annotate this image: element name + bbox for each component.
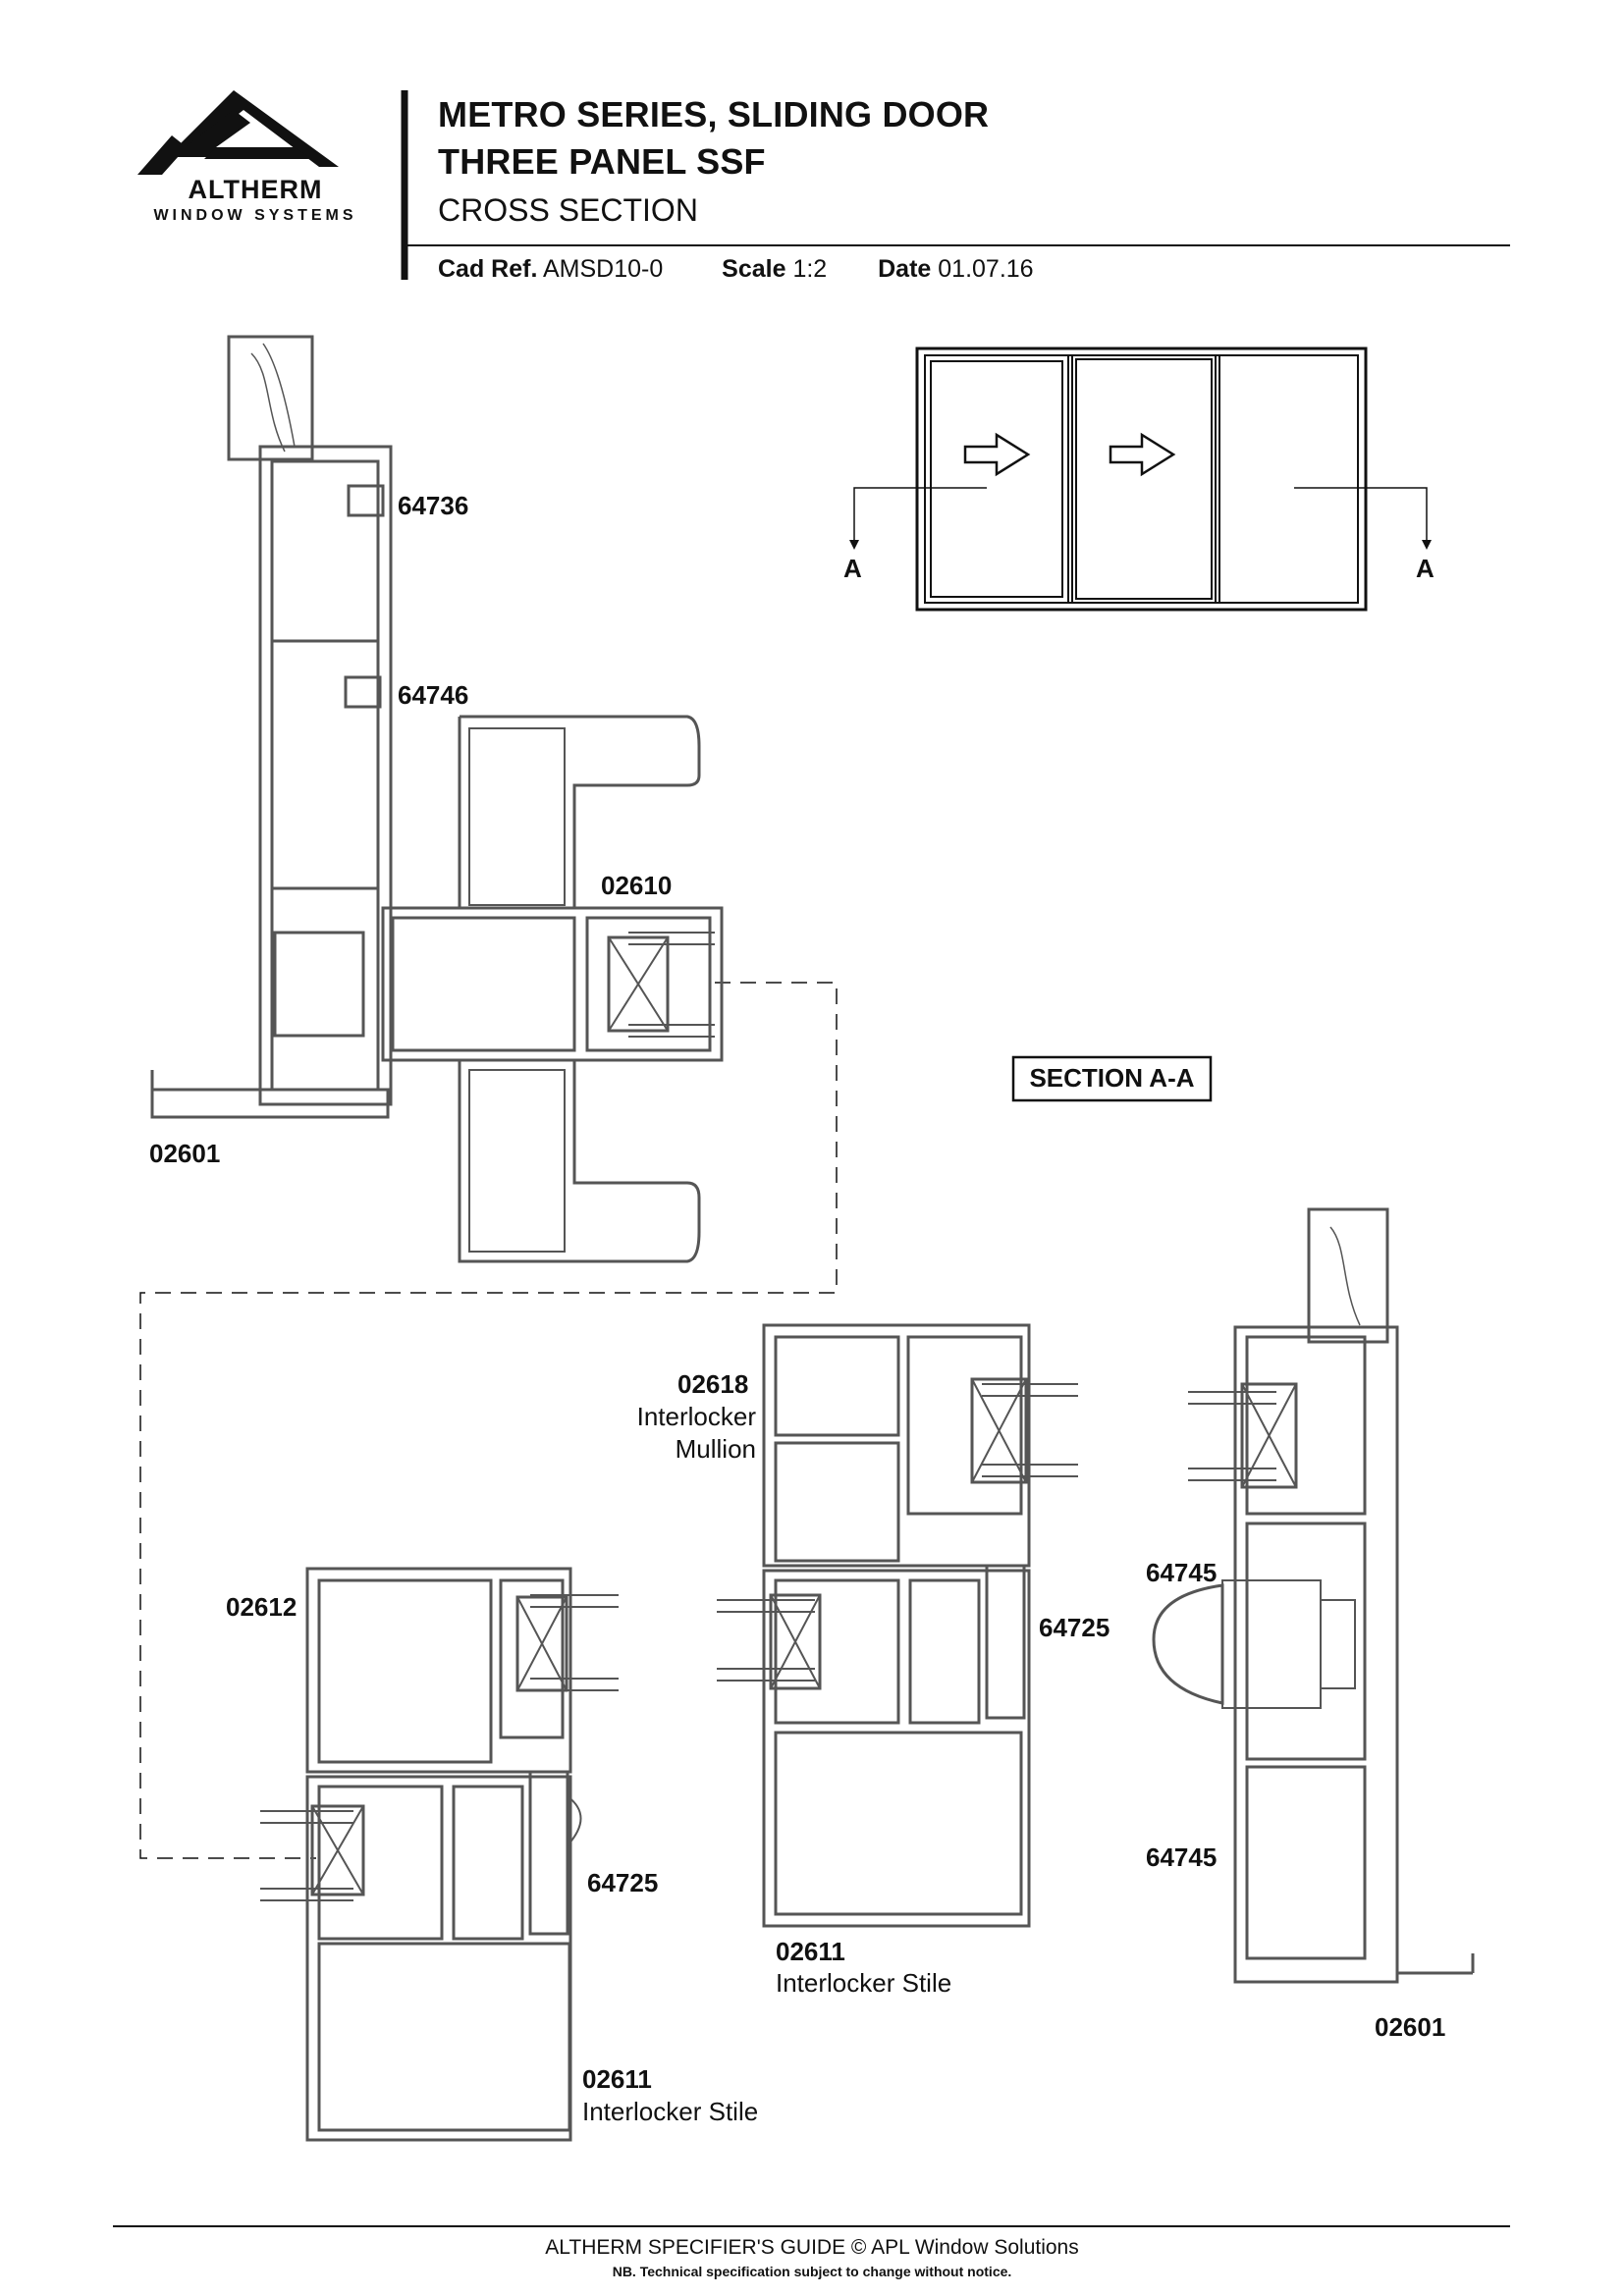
scale-value: 1:2	[792, 255, 828, 283]
slide-arrow-icon	[963, 432, 1031, 477]
brand-tagline: WINDOW SYSTEMS	[153, 207, 357, 224]
part-02601-right: 02601	[1375, 2012, 1446, 2042]
dashed-connector	[139, 982, 838, 1859]
frame-section-bottom-middle	[717, 1323, 1078, 1928]
date-value: 01.07.16	[938, 255, 1034, 283]
title-line-2: THREE PANEL SSF	[438, 141, 766, 182]
part-02611-mid: 02611	[776, 1937, 845, 1966]
frame-section-bottom-left	[260, 1567, 619, 2142]
section-cut-line-right	[1294, 487, 1428, 545]
slide-arrow-icon	[1109, 432, 1176, 477]
altherm-logo-icon	[137, 90, 339, 175]
footer-line-2: NB. Technical specification subject to c…	[612, 2264, 1012, 2279]
part-02618: 02618	[677, 1369, 749, 1399]
section-marker-left: A	[843, 554, 862, 583]
section-cut-line-left	[853, 487, 987, 545]
subtitle: CROSS SECTION	[438, 192, 698, 228]
elevation-diagram	[853, 347, 1428, 612]
part-64746: 64746	[398, 680, 469, 710]
section-marker-right: A	[1416, 554, 1435, 583]
part-02618-desc-1: Interlocker	[636, 1402, 756, 1431]
brand-name: ALTHERM	[188, 175, 323, 204]
part-02611-mid-desc: Interlocker Stile	[776, 1968, 952, 1998]
part-02610: 02610	[601, 871, 673, 900]
section-aa-label: SECTION A-A	[1029, 1063, 1195, 1093]
part-02611-left-desc: Interlocker Stile	[582, 2097, 759, 2126]
footer-line-1: ALTHERM SPECIFIER'S GUIDE © APL Window S…	[545, 2236, 1079, 2259]
frame-section-bottom-right	[1152, 1207, 1475, 1984]
part-02611-left: 02611	[582, 2064, 652, 2094]
part-02612: 02612	[226, 1592, 298, 1622]
frame-section-top-left	[150, 335, 724, 1263]
cad-ref-label: Cad Ref.	[438, 255, 538, 283]
part-64745-top: 64745	[1146, 1558, 1218, 1587]
part-64725-right: 64725	[1039, 1613, 1110, 1642]
cad-ref-value: AMSD10-0	[542, 255, 664, 283]
scale-label: Scale	[722, 255, 786, 283]
part-64725-left: 64725	[587, 1868, 659, 1897]
part-64736: 64736	[398, 491, 469, 520]
title-line-1: METRO SERIES, SLIDING DOOR	[438, 94, 990, 134]
part-02618-desc-2: Mullion	[675, 1434, 756, 1464]
part-64745-bottom: 64745	[1146, 1842, 1218, 1872]
part-02601-top: 02601	[149, 1139, 221, 1168]
meta-row: Cad Ref. AMSD10-0 Scale 1:2 Date 01.07.1…	[438, 255, 1034, 284]
date-label: Date	[878, 255, 932, 283]
section-label-box	[1011, 1055, 1213, 1102]
